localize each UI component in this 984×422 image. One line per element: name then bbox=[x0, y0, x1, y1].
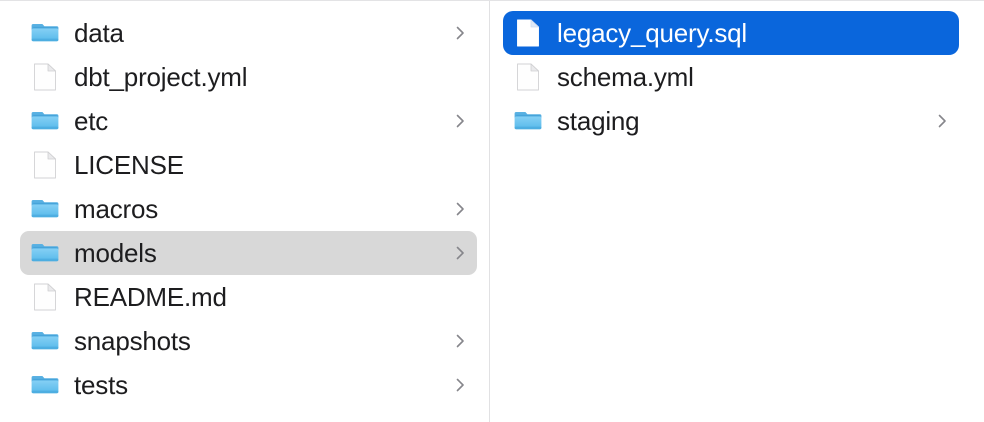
list-item[interactable]: models bbox=[20, 231, 477, 275]
file-icon bbox=[31, 62, 59, 92]
list-item[interactable]: README.md bbox=[20, 275, 477, 319]
chevron-right-icon bbox=[453, 23, 467, 43]
list-item[interactable]: dbt_project.yml bbox=[20, 55, 477, 99]
list-item-label: snapshots bbox=[74, 326, 191, 356]
chevron-right-icon bbox=[453, 243, 467, 263]
chevron-right-icon bbox=[453, 331, 467, 351]
list-item-label: macros bbox=[74, 194, 159, 224]
list-item[interactable]: macros bbox=[20, 187, 477, 231]
list-item-label: tests bbox=[74, 370, 128, 400]
folder-icon bbox=[31, 326, 59, 356]
list-item-label: models bbox=[74, 238, 157, 268]
file-icon bbox=[514, 18, 542, 48]
list-item[interactable]: schema.yml bbox=[503, 55, 959, 99]
folder-icon bbox=[31, 106, 59, 136]
list-item-label: legacy_query.sql bbox=[557, 18, 747, 48]
chevron-right-icon bbox=[453, 375, 467, 395]
list-item[interactable]: legacy_query.sql bbox=[503, 11, 959, 55]
folder-icon bbox=[514, 106, 542, 136]
folder-icon bbox=[31, 370, 59, 400]
chevron-right-icon bbox=[453, 111, 467, 131]
list-item-label: README.md bbox=[74, 282, 227, 312]
list-item[interactable]: staging bbox=[503, 99, 959, 143]
list-item[interactable]: snapshots bbox=[20, 319, 477, 363]
file-icon bbox=[31, 282, 59, 312]
column-2: legacy_query.sql schema.yml staging bbox=[490, 1, 983, 422]
folder-icon bbox=[31, 194, 59, 224]
chevron-right-icon bbox=[935, 111, 949, 131]
folder-icon bbox=[31, 238, 59, 268]
list-item[interactable]: etc bbox=[20, 99, 477, 143]
file-icon bbox=[514, 62, 542, 92]
list-item-label: staging bbox=[557, 106, 640, 136]
folder-icon bbox=[31, 18, 59, 48]
list-item-label: etc bbox=[74, 106, 109, 136]
list-item-label: LICENSE bbox=[74, 150, 184, 180]
list-item[interactable]: tests bbox=[20, 363, 477, 407]
list-item-label: data bbox=[74, 18, 124, 48]
file-icon bbox=[31, 150, 59, 180]
list-item-label: schema.yml bbox=[557, 62, 694, 92]
list-item[interactable]: LICENSE bbox=[20, 143, 477, 187]
chevron-right-icon bbox=[453, 199, 467, 219]
list-item[interactable]: data bbox=[20, 11, 477, 55]
list-item-label: dbt_project.yml bbox=[74, 62, 248, 92]
